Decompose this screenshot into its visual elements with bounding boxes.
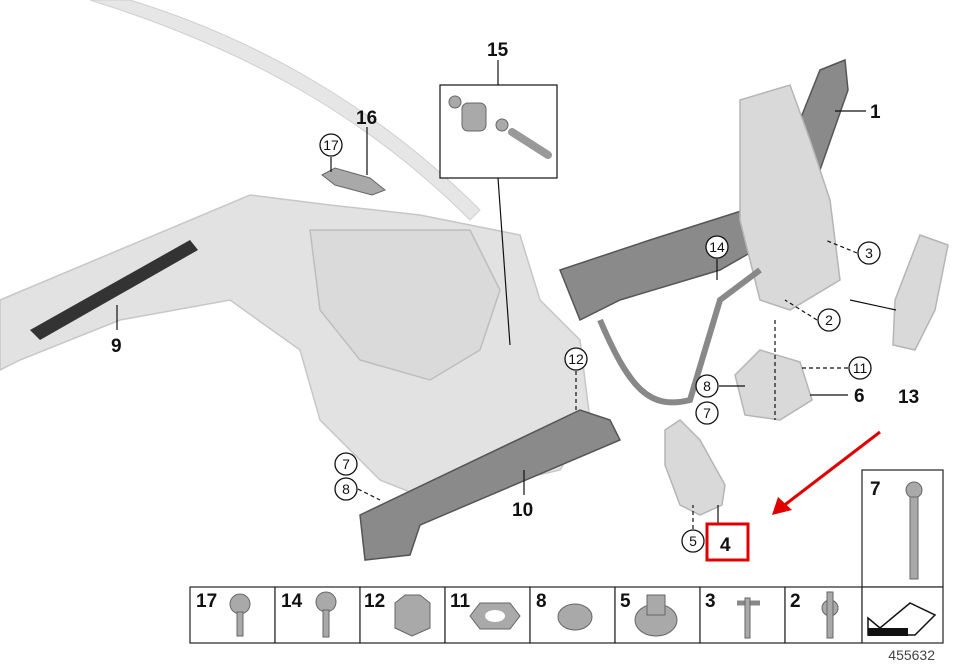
part-4-component (664, 419, 726, 516)
callout-8b: 8 (342, 481, 350, 497)
part-6-bracket (734, 349, 813, 421)
strip-label-17: 17 (196, 591, 217, 612)
strip-label-11: 11 (450, 591, 471, 612)
circled-callouts: 17 14 3 2 11 8 7 12 7 8 5 (319, 133, 881, 553)
part-1-mechanism (739, 84, 841, 311)
callout-12: 12 (568, 351, 584, 367)
strip-label-12: 12 (364, 591, 385, 612)
callout-10: 10 (512, 500, 533, 521)
strip-label-5: 5 (620, 591, 631, 612)
fastener-strip: 17 14 12 11 8 5 3 2 (189, 586, 944, 644)
callout-7b: 7 (342, 456, 350, 472)
callout-11: 11 (853, 360, 868, 376)
callout-3: 3 (865, 245, 873, 261)
screw-shank (236, 611, 244, 637)
washer-icon (557, 603, 593, 631)
part-13-motor (892, 234, 949, 351)
flange-nut-icon (394, 594, 431, 637)
bolt-7-head (905, 481, 923, 499)
nut-body (646, 594, 666, 616)
callout-2: 2 (825, 312, 833, 328)
part-15-washer (448, 95, 462, 109)
image-number: 455632 (888, 647, 935, 663)
bolt-7-shank (909, 496, 919, 580)
side-box-7 (861, 469, 944, 588)
side-box-label: 7 (870, 479, 881, 500)
callout-4: 4 (720, 535, 731, 556)
part-15-bushing (461, 102, 487, 132)
seat-frame-background (0, 0, 591, 501)
callout-1: 1 (870, 102, 881, 123)
part-16-bracket (321, 167, 386, 196)
callout-7a: 7 (703, 405, 711, 421)
red-arrow (781, 430, 881, 509)
strip-label-2: 2 (790, 591, 801, 612)
red-arrow-head (772, 497, 792, 515)
callout-13: 13 (898, 387, 919, 408)
leader-lines (116, 60, 897, 529)
callout-8a: 8 (703, 378, 711, 394)
round-head-screw-icon (229, 593, 251, 615)
screw-shank (322, 609, 330, 638)
part-9-trim (30, 240, 198, 340)
callout-17: 17 (323, 137, 339, 153)
bolt-shank (826, 591, 834, 639)
cable (597, 267, 762, 406)
nut-hole (485, 610, 505, 622)
strip-label-3: 3 (705, 591, 716, 612)
callout-14: 14 (709, 239, 725, 255)
callout-15: 15 (487, 40, 509, 61)
callout-5: 5 (689, 533, 697, 549)
callout-6: 6 (854, 386, 865, 407)
washer-head-screw-icon (315, 591, 337, 613)
callout-16: 16 (356, 108, 377, 129)
strip-label-8: 8 (536, 591, 547, 612)
callout-9: 9 (111, 336, 122, 357)
part-10-crossmember (359, 409, 622, 561)
highlight-box-part-4 (705, 522, 750, 562)
strip-label-14: 14 (281, 591, 303, 612)
part-15-ring (495, 118, 509, 132)
screw-shank (744, 597, 751, 639)
part-15-pin (508, 128, 552, 159)
arrow-symbol-base (868, 628, 908, 636)
